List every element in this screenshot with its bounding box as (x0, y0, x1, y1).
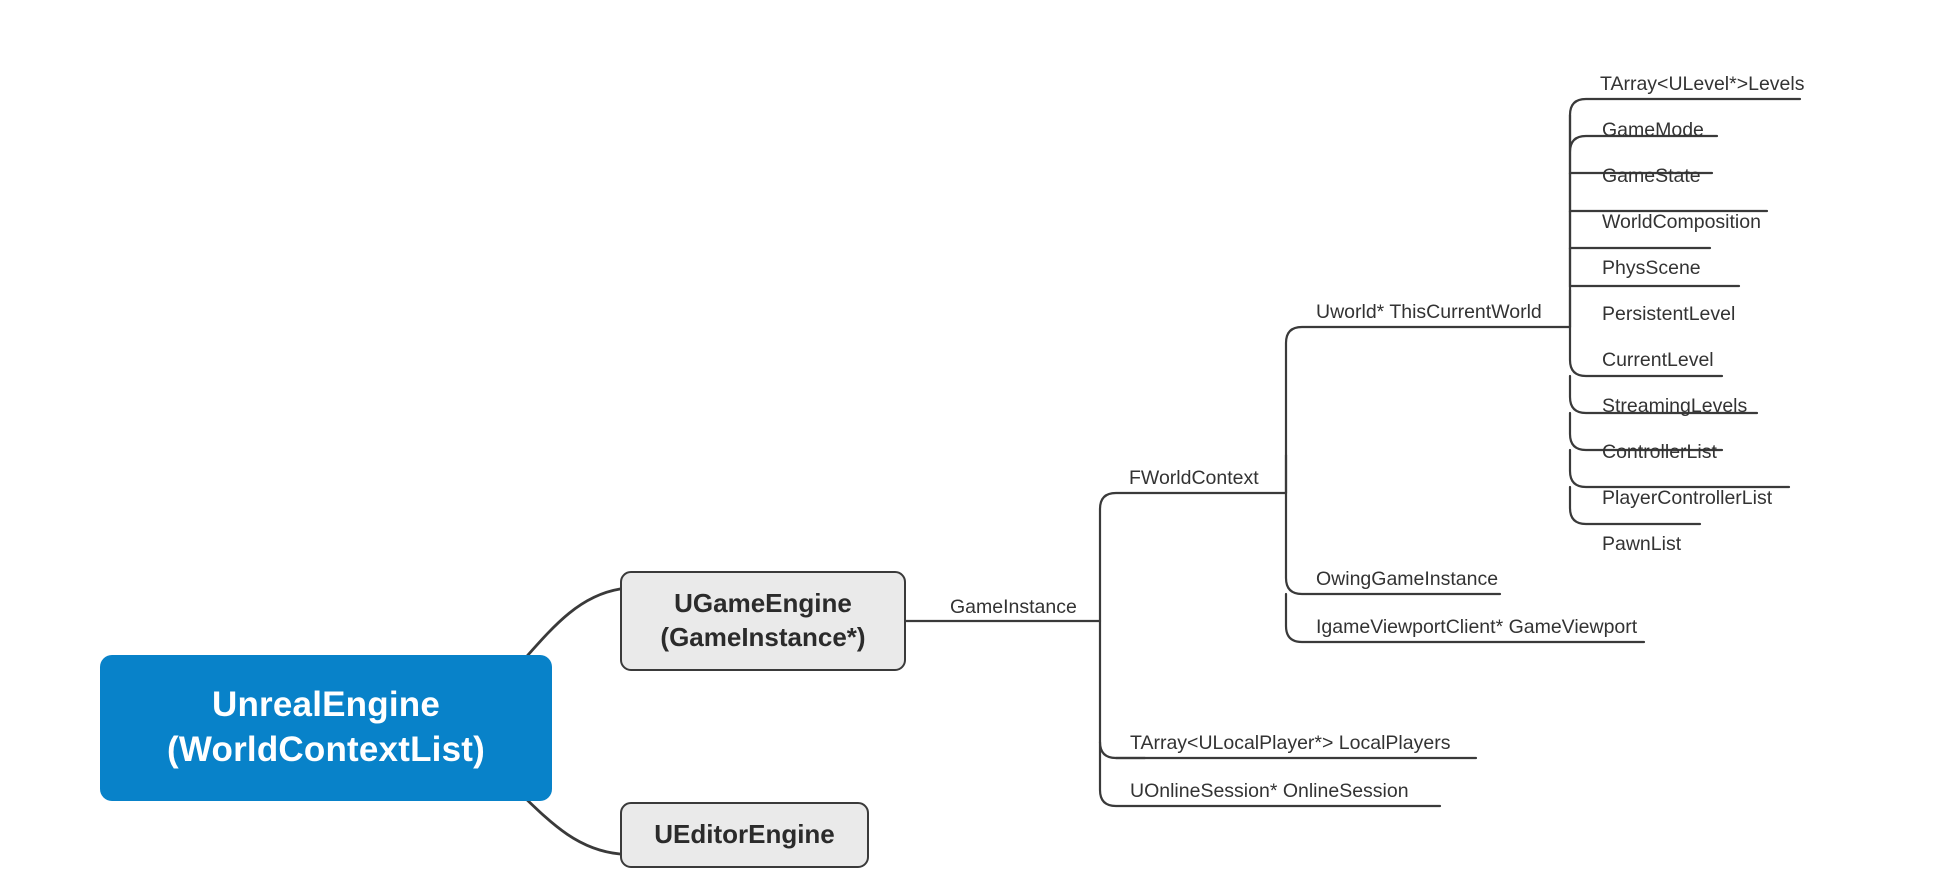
branch-label-thiscurrentworld[interactable]: Uworld* ThisCurrentWorld (1316, 301, 1542, 323)
root-title-line2: (WorldContextList) (167, 730, 485, 769)
leaf-playercontrollerlist[interactable]: PlayerControllerList (1602, 487, 1773, 509)
wire-fworldcontext-riser (1098, 491, 1288, 623)
leaf-localplayers[interactable]: TArray<ULocalPlayer*> LocalPlayers (1130, 732, 1451, 754)
leaf-persistentlevel[interactable]: PersistentLevel (1602, 303, 1736, 325)
root-node-unrealengine[interactable]: UnrealEngine (WorldContextList) (100, 655, 552, 801)
leaf-gamemode[interactable]: GameMode (1602, 119, 1704, 141)
leaf-physscene[interactable]: PhysScene (1602, 257, 1701, 279)
leaf-controllerlist[interactable]: ControllerList (1602, 441, 1717, 463)
leaf-streaminglevels[interactable]: StreamingLevels (1602, 395, 1748, 417)
leaf-tarray-ulevel-levels[interactable]: TArray<ULevel*>Levels (1600, 73, 1805, 95)
root-title-line1: UnrealEngine (211, 685, 440, 725)
node-ugameengine[interactable]: UGameEngine (GameInstance*) (620, 571, 906, 671)
leaf-gameviewport[interactable]: IgameViewportClient* GameViewport (1316, 616, 1638, 638)
branch-label-fworldcontext[interactable]: FWorldContext (1129, 467, 1259, 489)
leaf-pawnlist[interactable]: PawnList (1602, 533, 1682, 555)
wire-thiscurrentworld (1284, 325, 1572, 495)
leaf-onlinesession[interactable]: UOnlineSession* OnlineSession (1130, 780, 1409, 802)
wire-root-to-gameengine (518, 587, 622, 666)
ugameengine-line1: UGameEngine (674, 588, 852, 619)
leaf-gamestate[interactable]: GameState (1602, 165, 1701, 187)
leaf-currentlevel[interactable]: CurrentLevel (1602, 349, 1714, 371)
leaf-owinggameinstance[interactable]: OwingGameInstance (1316, 568, 1499, 590)
leaf-worldcomposition[interactable]: WorldComposition (1602, 211, 1761, 233)
ueditorengine-label: UEditorEngine (654, 819, 835, 850)
node-ueditorengine[interactable]: UEditorEngine (620, 802, 869, 868)
ugameengine-line2: (GameInstance*) (660, 622, 866, 652)
branch-label-gameinstance[interactable]: GameInstance (950, 596, 1077, 618)
wire-root-to-editorengine (518, 791, 622, 856)
